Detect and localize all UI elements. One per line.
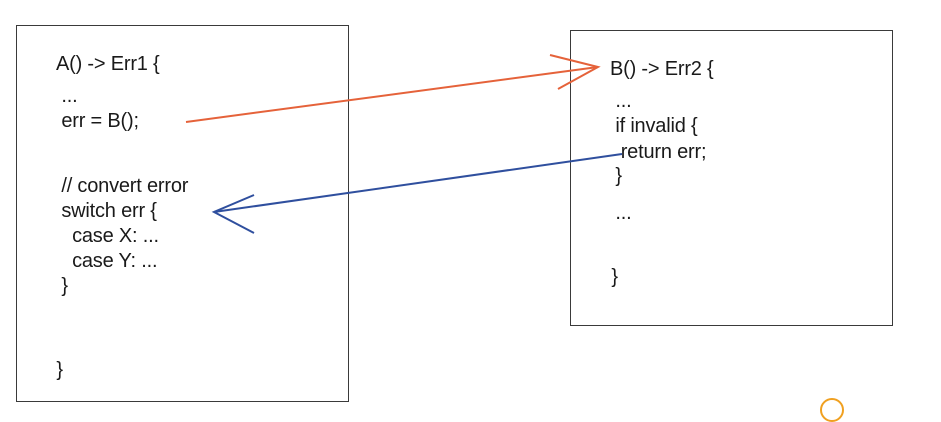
function-a-switch-close: }: [56, 275, 68, 297]
function-a-call-line: err = B();: [56, 110, 139, 132]
function-b-signature: B() -> Err2 {: [610, 58, 714, 80]
cursor-indicator-icon: [820, 398, 844, 422]
function-b-if-close: }: [610, 165, 622, 187]
function-b-box: [570, 30, 893, 326]
function-a-close-brace: }: [51, 359, 63, 381]
function-a-ellipsis: ...: [56, 85, 78, 107]
function-b-if-line: if invalid {: [610, 115, 698, 137]
diagram-canvas: A() -> Err1 { ... err = B(); // convert …: [16, 25, 893, 422]
function-b-ellipsis-2: ...: [610, 202, 632, 224]
function-a-signature: A() -> Err1 {: [56, 53, 160, 75]
function-b-ellipsis: ...: [610, 90, 632, 112]
function-a-case-y: case Y: ...: [56, 250, 158, 272]
function-a-case-x: case X: ...: [56, 225, 159, 247]
function-a-comment: // convert error: [56, 175, 189, 197]
function-b-return-line: return err;: [610, 141, 707, 163]
function-b-close-brace: }: [606, 266, 618, 288]
function-a-switch-line: switch err {: [56, 200, 157, 222]
